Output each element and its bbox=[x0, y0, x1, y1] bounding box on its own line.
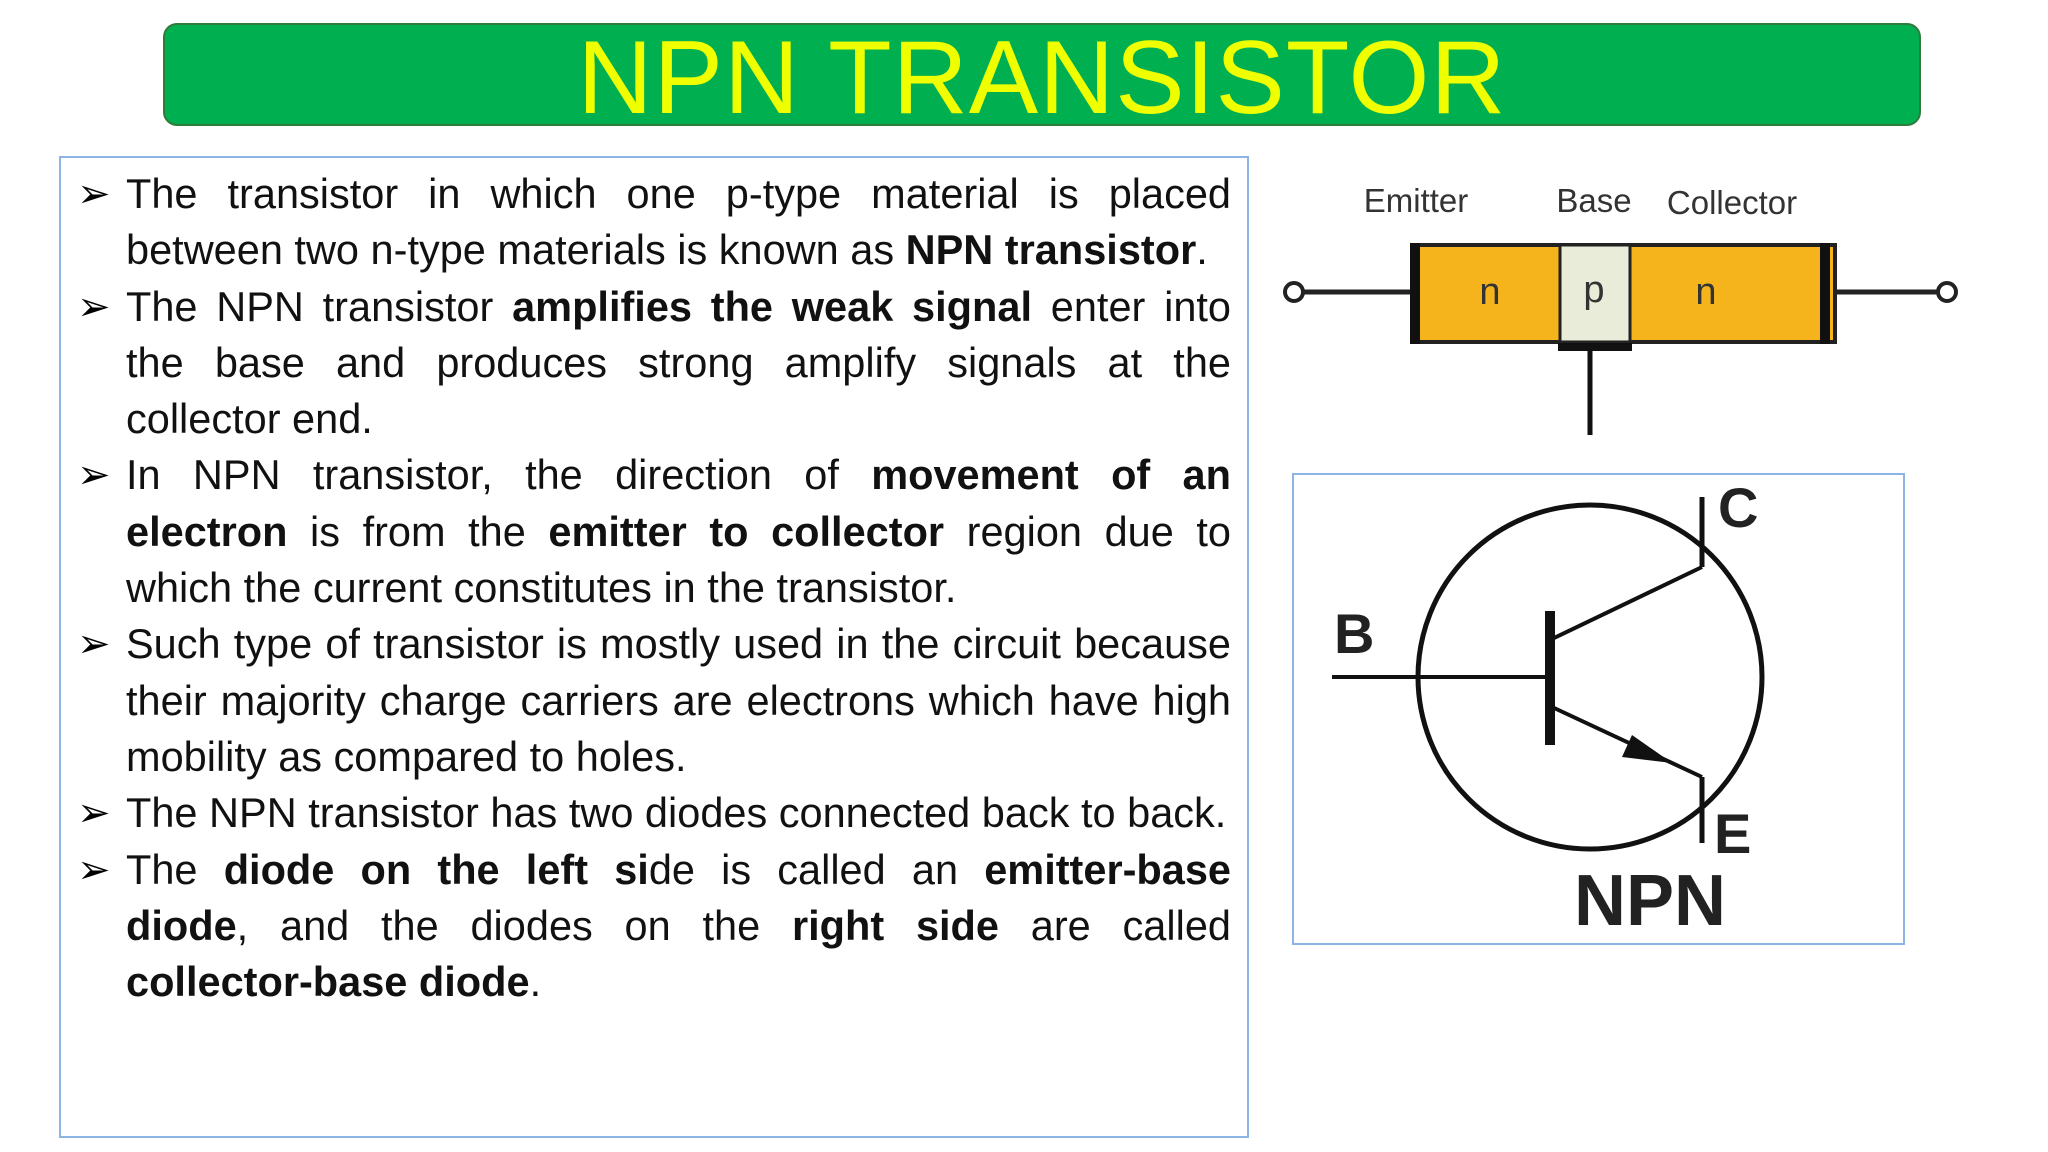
arrow-bullet-icon: ➢ bbox=[77, 846, 111, 893]
arrow-bullet-icon: ➢ bbox=[77, 283, 111, 330]
arrow-bullet-icon: ➢ bbox=[77, 171, 111, 217]
collector-terminal bbox=[1936, 281, 1958, 303]
npn-symbol-panel: C B E NPN bbox=[1292, 473, 1905, 945]
arrow-bullet-icon: ➢ bbox=[77, 452, 111, 499]
emitter-diagonal bbox=[1551, 705, 1703, 779]
base-label: Base bbox=[1556, 182, 1631, 219]
text: The transistor in which one p-type mater… bbox=[126, 170, 1231, 274]
text: In NPN transistor, the direction of bbox=[126, 451, 872, 499]
bullet-list: ➢ The transistor in which one p-type mate… bbox=[77, 166, 1231, 1010]
bold-text: movement of an electron bbox=[126, 451, 1231, 555]
text-panel: ➢ The transistor in which one p-type mate… bbox=[59, 156, 1249, 1138]
emitter-symbol-label: E bbox=[1714, 802, 1751, 865]
text: The NPN transistor bbox=[126, 282, 513, 330]
bullet-point: ➢ Such type of transistor is mostly used … bbox=[77, 616, 1231, 785]
text: , and the diodes on the bbox=[236, 901, 792, 949]
text: The bbox=[126, 845, 224, 893]
bullet-point: ➢ The NPN transistor has two diodes conne… bbox=[77, 785, 1231, 841]
text: region due to which the current constitu… bbox=[126, 507, 1232, 612]
collector-symbol-label: C bbox=[1718, 476, 1758, 539]
bold-text: collector-base diode bbox=[126, 958, 530, 1006]
base-symbol-label: B bbox=[1334, 602, 1374, 665]
slide-title: NPN TRANSISTOR bbox=[577, 19, 1507, 136]
bullet-point: ➢ The NPN transistor amplifies the weak s… bbox=[77, 279, 1231, 448]
npn-block-diagram: Emitter Base Collector n p n bbox=[1283, 182, 1958, 435]
npn-symbol: C B E NPN bbox=[1332, 476, 1765, 941]
emitter-terminal bbox=[1283, 281, 1305, 303]
text: The NPN transistor has two diodes connec… bbox=[126, 789, 1227, 837]
bold-text: amplifies the weak signal bbox=[512, 282, 1032, 330]
bullet-point: ➢ The diode on the left side is called an… bbox=[77, 842, 1231, 1011]
bold-text: NPN transistor bbox=[905, 226, 1197, 274]
text: are called bbox=[999, 901, 1231, 949]
text: . bbox=[529, 958, 542, 1006]
collector-label: Collector bbox=[1667, 184, 1797, 221]
emitter-arrow-icon bbox=[1622, 735, 1672, 763]
bold-text: diode on the left si bbox=[223, 845, 649, 893]
npn-caption: NPN bbox=[1574, 861, 1726, 941]
text: Such type of transistor is mostly used i… bbox=[126, 620, 1231, 780]
arrow-bullet-icon: ➢ bbox=[77, 790, 111, 837]
bold-text: right side bbox=[791, 901, 999, 949]
emitter-label: Emitter bbox=[1364, 182, 1469, 219]
p-region bbox=[1558, 243, 1632, 344]
text: . bbox=[1196, 226, 1208, 274]
text: de is called an bbox=[648, 845, 985, 893]
n-region-right-label: n bbox=[1695, 271, 1716, 313]
bullet-point: ➢ The transistor in which one p-type mate… bbox=[77, 166, 1231, 279]
arrow-bullet-icon: ➢ bbox=[77, 621, 111, 668]
text: is from the bbox=[287, 507, 549, 555]
collector-diagonal bbox=[1551, 565, 1703, 641]
n-region-left-label: n bbox=[1479, 271, 1500, 313]
bold-text: emitter-base diode bbox=[126, 845, 1232, 949]
text: enter into the base and produces strong … bbox=[126, 282, 1232, 443]
p-region-label: p bbox=[1583, 269, 1604, 311]
title-banner: NPN TRANSISTOR bbox=[163, 23, 1921, 130]
bullet-point: ➢ In NPN transistor, the direction of mov… bbox=[77, 447, 1231, 616]
bold-text: emitter to collector bbox=[548, 507, 945, 555]
